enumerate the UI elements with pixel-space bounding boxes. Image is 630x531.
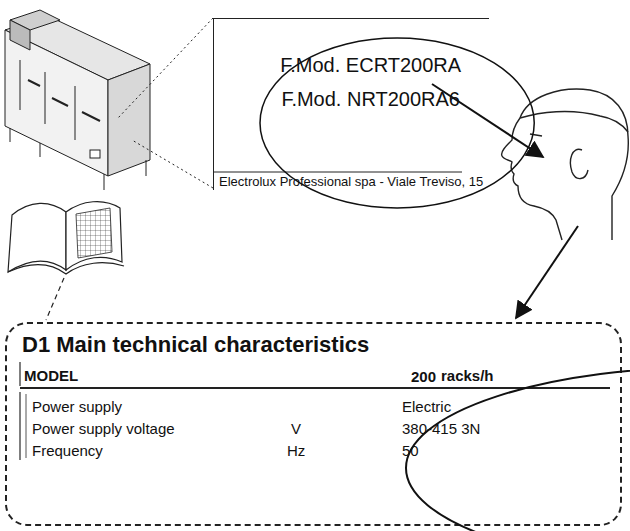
- model-code: F.Mod. NRT200RA6: [281, 82, 460, 116]
- plate-rule: [213, 172, 462, 173]
- outline: [406, 367, 630, 531]
- table-header: MODEL: [24, 367, 78, 384]
- reference-line: [46, 278, 64, 320]
- section-title: D1 Main technical characteristics: [22, 332, 369, 357]
- dishwasher-machine: [5, 10, 150, 190]
- manufacturer-address: Electrolux Professional spa - Viale Trev…: [219, 175, 483, 190]
- table-cell: 380-415 3N: [402, 420, 480, 437]
- operator-head: [502, 89, 629, 240]
- pointer-arrow: [516, 226, 578, 318]
- zoom-lines: [118, 18, 213, 188]
- table-cell: Frequency: [32, 442, 103, 459]
- label-plate: Electrolux Professional spa - Viale Trev…: [213, 18, 489, 190]
- value-text: 200: [411, 368, 436, 385]
- table-header: racks/h: [441, 367, 494, 384]
- model-code: F.Mod. ECRT200RA: [280, 48, 461, 82]
- unit-cell: Hz: [287, 442, 305, 459]
- table-cell: Electric: [402, 398, 451, 415]
- table-rules: [20, 362, 610, 460]
- circled-value: 200: [405, 366, 442, 388]
- table-cell: Power supply: [32, 398, 122, 415]
- outline: [260, 38, 534, 208]
- unit-cell: V: [291, 420, 301, 437]
- manual-book: [8, 202, 124, 274]
- model-ellipse: F.Mod. ECRT200RAF.Mod. NRT200RA6: [259, 37, 482, 127]
- table-cell: Power supply voltage: [32, 420, 175, 437]
- table-cell: 50: [402, 442, 419, 459]
- value-circle: [405, 366, 630, 531]
